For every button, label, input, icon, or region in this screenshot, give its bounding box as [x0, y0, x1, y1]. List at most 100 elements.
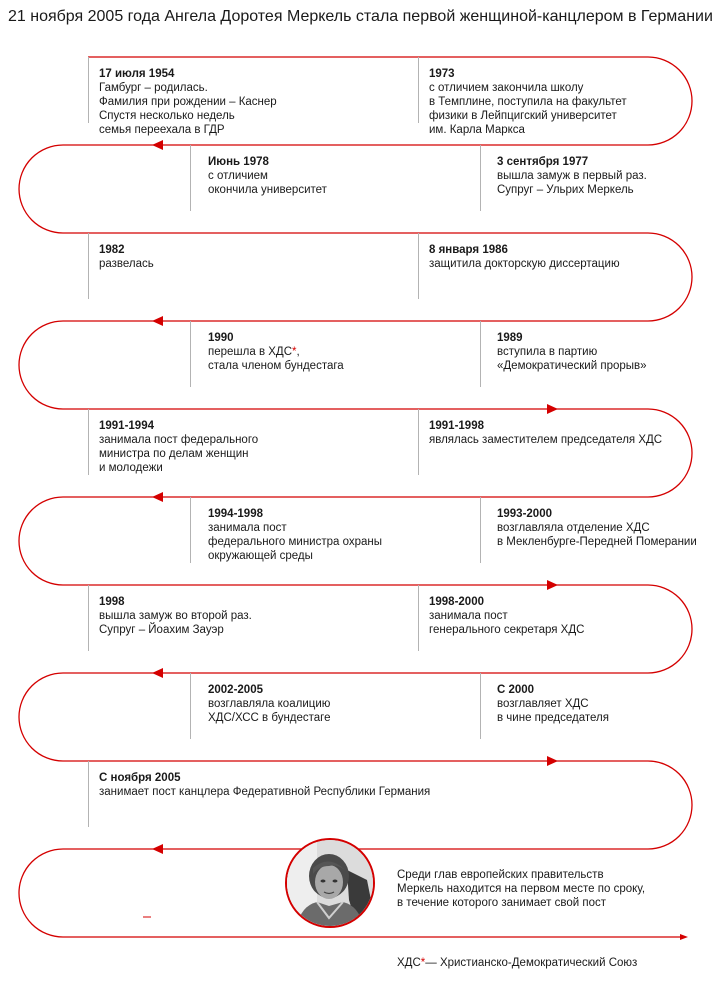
event-date: 2002-2005	[208, 684, 263, 696]
event-2002-2005: 2002-2005 возглавляла коалицию ХДС/ХСС в…	[208, 683, 331, 725]
timeline-tick	[88, 233, 89, 299]
event-date: С 2000	[497, 684, 535, 696]
page-title: 21 ноября 2005 года Ангела Доротея Мерке…	[8, 8, 713, 25]
timeline-tick	[418, 57, 419, 123]
timeline-tick	[190, 145, 191, 211]
event-1982: 1982 развелась	[99, 243, 154, 271]
event-date: 17 июля 1954	[99, 68, 175, 80]
timeline-tick	[418, 409, 419, 475]
event-date: С ноября 2005	[99, 772, 181, 784]
event-1954: 17 июля 1954 Гамбург – родилась. Фамилия…	[99, 67, 277, 137]
event-text: занимала пост	[429, 610, 508, 622]
timeline-tick	[480, 145, 481, 211]
tenure-note-line: Среди глав европейских правительств	[397, 869, 604, 881]
event-1994-1998: 1994-1998 занимала пост федерального мин…	[208, 507, 382, 563]
tenure-note-line: в течение которого занимает свой пост	[397, 897, 606, 909]
arrow-left-icon	[152, 140, 163, 150]
event-text-part: перешла в ХДС	[208, 346, 293, 358]
timeline-tick	[88, 409, 89, 475]
event-text: им. Карла Маркса	[429, 124, 525, 136]
event-date: 1991-1998	[429, 420, 484, 432]
event-date: 1973	[429, 68, 455, 80]
event-text: перешла в ХДС*,	[208, 346, 300, 358]
event-date: Июнь 1978	[208, 156, 269, 168]
event-text: с отличием	[208, 170, 268, 182]
event-text: возглавляет ХДС	[497, 698, 589, 710]
event-date: 1998-2000	[429, 596, 484, 608]
timeline-tick	[480, 321, 481, 387]
event-text: вышла замуж в первый раз.	[497, 170, 647, 182]
event-text: являлась заместителем председателя ХДС	[429, 434, 663, 446]
event-1990: 1990 перешла в ХДС*, стала членом бундес…	[208, 331, 344, 373]
event-text: с отличием закончила школу	[429, 82, 584, 94]
event-text: в Темплине, поступила на факультет	[429, 96, 627, 108]
event-1986: 8 января 1986 защитила докторскую диссер…	[429, 243, 620, 271]
arrow-left-icon	[152, 844, 163, 854]
timeline-tick	[190, 497, 191, 563]
arrow-right-icon	[547, 756, 558, 766]
timeline-tick	[418, 233, 419, 299]
event-text: развелась	[99, 258, 154, 270]
event-text: занимала пост федерального	[99, 434, 259, 446]
event-1991-1994: 1991-1994 занимала пост федерального мин…	[99, 419, 258, 475]
event-text: в Мекленбурге-Передней Померании	[497, 536, 697, 548]
portrait-illustration	[287, 840, 373, 926]
arrow-left-icon	[152, 668, 163, 678]
event-2005: С ноября 2005 занимает пост канцлера Фед…	[99, 771, 430, 799]
event-date: 3 сентября 1977	[497, 156, 589, 168]
event-date: 1990	[208, 332, 234, 344]
event-1998: 1998 вышла замуж во второй раз. Супруг –…	[99, 595, 252, 637]
event-text: окружающей среды	[208, 550, 313, 562]
timeline-tick	[190, 321, 191, 387]
arrow-right-icon	[680, 934, 688, 940]
event-text: генерального секретаря ХДС	[429, 624, 585, 636]
event-text: министра по делам женщин	[99, 448, 249, 460]
event-1977: 3 сентября 1977 вышла замуж в первый раз…	[497, 155, 647, 197]
event-text: Супруг – Йоахим Зауэр	[99, 624, 224, 636]
event-text: занимала пост	[208, 522, 287, 534]
timeline-tick	[480, 497, 481, 563]
event-text: защитила докторскую диссертацию	[429, 258, 620, 270]
event-date: 1994-1998	[208, 508, 263, 520]
footnote-mark: *	[292, 346, 297, 358]
event-date: 1993-2000	[497, 508, 552, 520]
timeline-tick	[480, 673, 481, 739]
arrow-right-icon	[547, 404, 558, 414]
event-text: семья переехала в ГДР	[99, 124, 225, 136]
event-text: в чине председателя	[497, 712, 609, 724]
event-text: стала членом бундестага	[208, 360, 344, 372]
footnote: ХДС*— Христианско-Демократический Союз	[397, 957, 637, 969]
event-2000: С 2000 возглавляет ХДС в чине председате…	[497, 683, 609, 725]
tenure-note: Среди глав европейских правительств Мерк…	[397, 868, 645, 910]
event-1989: 1989 вступила в партию «Демократический …	[497, 331, 647, 373]
event-text: вышла замуж во второй раз.	[99, 610, 252, 622]
event-text: «Демократический прорыв»	[497, 360, 647, 372]
footnote-text: — Христианско-Демократический Союз	[425, 957, 638, 969]
event-text: ХДС/ХСС в бундестаге	[208, 712, 331, 724]
event-text: Гамбург – родилась.	[99, 82, 208, 94]
event-date: 1998	[99, 596, 125, 608]
event-text: возглавляла коалицию	[208, 698, 331, 710]
arrow-left-icon	[152, 492, 163, 502]
timeline-tick	[88, 761, 89, 827]
arrow-right-icon	[547, 580, 558, 590]
arrow-left-icon	[152, 316, 163, 326]
event-text: и молодежи	[99, 462, 163, 474]
event-text: вступила в партию	[497, 346, 598, 358]
event-1998-2000: 1998-2000 занимала пост генерального сек…	[429, 595, 584, 637]
event-1973: 1973 с отличием закончила школу в Темпли…	[429, 67, 627, 137]
timeline-tick	[418, 585, 419, 651]
timeline-tick	[88, 57, 89, 123]
event-text: окончила университет	[208, 184, 327, 196]
event-text: федерального министра охраны	[208, 536, 383, 548]
merkel-portrait	[285, 838, 375, 928]
event-text: Супруг – Ульрих Меркель	[497, 184, 634, 196]
event-text: возглавляла отделение ХДС	[497, 522, 650, 534]
tenure-note-line: Меркель находится на первом месте по сро…	[397, 883, 646, 895]
timeline-tick	[88, 585, 89, 651]
event-date: 1982	[99, 244, 125, 256]
event-1991-1998: 1991-1998 являлась заместителем председа…	[429, 419, 662, 447]
event-date: 1989	[497, 332, 523, 344]
event-text: Спустя несколько недель	[99, 110, 235, 122]
